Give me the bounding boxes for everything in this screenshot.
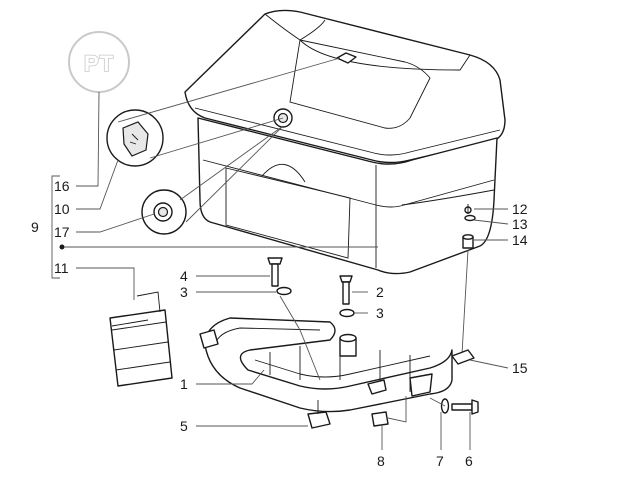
rack-right-tab	[367, 379, 387, 395]
bolt-6-head	[471, 399, 479, 415]
callout-labels: 16 10 17 9 11 4 3 2 3 1 5 8 7 6 12 13 14…	[31, 178, 528, 469]
key-icon	[122, 121, 149, 157]
rack-frame	[199, 317, 453, 413]
top-case-box	[184, 9, 506, 275]
bracket-15	[451, 349, 475, 365]
front-recess-panel	[225, 167, 351, 259]
leader-lines	[64, 91, 509, 450]
rack-cross-bars	[269, 340, 411, 392]
lock-cylinder-core	[157, 206, 169, 218]
box-side-curve	[401, 189, 495, 206]
callout-3-left: 3	[180, 284, 188, 300]
nut-5-body	[307, 411, 331, 429]
bolt-4-shank	[271, 263, 279, 287]
pouch-flap	[136, 291, 161, 313]
clip-8	[371, 396, 407, 427]
spacer-14-top	[462, 234, 474, 240]
callout-8: 8	[377, 453, 385, 469]
bolt-2-head	[339, 275, 353, 283]
bolt-4	[267, 257, 321, 381]
projection-lines	[117, 57, 341, 223]
callout-9: 9	[31, 219, 39, 235]
callout-7: 7	[436, 453, 444, 469]
callout-1: 1	[180, 376, 188, 392]
leader-10	[76, 159, 119, 210]
leader-17	[76, 213, 155, 233]
pouch-lines	[111, 319, 171, 371]
callout-17: 17	[54, 224, 70, 240]
callout-11: 11	[54, 260, 69, 276]
washer-3-left	[276, 286, 292, 296]
clip-8-axis	[387, 396, 407, 423]
top-case-body	[197, 117, 498, 275]
nut-5	[307, 400, 331, 429]
leader-1	[196, 369, 265, 385]
washer-13	[464, 214, 476, 222]
callout-6: 6	[465, 453, 473, 469]
pt-badge: PT	[68, 31, 130, 93]
bolt-4-axis	[279, 295, 321, 381]
clip-8-body	[371, 411, 389, 427]
washer-3-center	[339, 308, 355, 318]
callout-5: 5	[180, 418, 188, 434]
pt-badge-label: PT	[84, 51, 114, 76]
leader-15	[469, 359, 509, 369]
lid-center-panel	[289, 39, 431, 129]
right-hardware	[451, 204, 476, 365]
top-case-lid	[184, 9, 506, 164]
document-pouch	[109, 291, 173, 387]
bolt-2-shank	[342, 281, 350, 305]
key-detail	[106, 109, 164, 167]
leader-11	[76, 267, 135, 300]
pouch-body	[109, 309, 173, 387]
lid-latch	[336, 52, 357, 64]
bolt-6	[429, 397, 479, 415]
front-recess-arch	[261, 164, 306, 183]
rack-left-tab	[199, 329, 219, 349]
group-bullet	[59, 244, 65, 250]
callout-2: 2	[376, 284, 384, 300]
callout-12: 12	[512, 201, 528, 217]
callout-13: 13	[512, 216, 528, 232]
rack-boss-top	[339, 333, 357, 343]
group-bracket-9	[51, 175, 60, 279]
callout-3-center: 3	[376, 305, 384, 321]
callout-15: 15	[512, 360, 528, 376]
lock-detail	[141, 189, 187, 235]
leader-13	[473, 219, 509, 225]
lid-rim	[194, 107, 501, 156]
bolt-6-axis	[429, 397, 446, 407]
callout-4: 4	[180, 268, 188, 284]
callout-14: 14	[512, 232, 528, 248]
callout-10: 10	[54, 201, 70, 217]
bolt-6-shank	[451, 403, 473, 411]
bracket-15-axis	[461, 249, 469, 355]
callout-16: 16	[54, 178, 70, 194]
leader-16	[76, 91, 100, 187]
key-emblem	[129, 133, 139, 145]
bolt-2	[339, 275, 355, 318]
rack-rear-foot	[409, 373, 433, 397]
rack-tube-outer	[204, 317, 453, 413]
bolt-4-head	[267, 257, 283, 265]
